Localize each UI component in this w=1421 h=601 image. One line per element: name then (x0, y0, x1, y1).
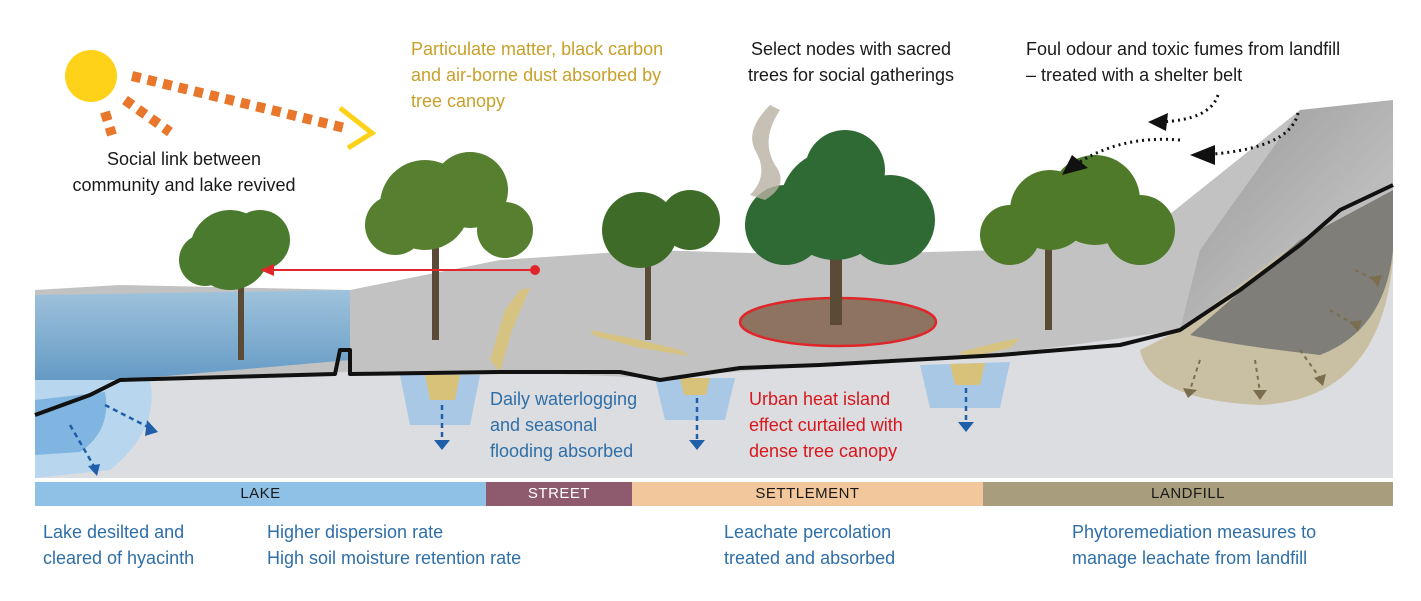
caption-dispersion: Higher dispersion rate High soil moistur… (267, 519, 521, 571)
caption-phyto: Phytoremediation measures to manage leac… (1072, 519, 1316, 571)
waterlogging-text: Daily waterlogging and seasonal flooding… (490, 386, 637, 464)
heat-ray-icon (105, 76, 372, 148)
zone-street: STREET (486, 482, 632, 506)
zone-landfill: LANDFILL (983, 482, 1393, 506)
bioswale-1 (400, 375, 480, 425)
zone-settlement: SETTLEMENT (632, 482, 983, 506)
bioswale-2 (655, 378, 735, 420)
caption-lake: Lake desilted and cleared of hyacinth (43, 519, 194, 571)
particulate-text: Particulate matter, black carbon and air… (411, 36, 663, 114)
zone-lake: LAKE (35, 482, 486, 506)
sun-icon (65, 50, 117, 102)
heat-island-text: Urban heat island effect curtailed with … (749, 386, 903, 464)
social-link-text: Social link between community and lake r… (54, 146, 314, 198)
smoke-icon (750, 105, 781, 200)
sacred-trees-text: Select nodes with sacred trees for socia… (726, 36, 976, 88)
odour-text: Foul odour and toxic fumes from landfill… (1026, 36, 1340, 88)
caption-leachate: Leachate percolation treated and absorbe… (724, 519, 895, 571)
